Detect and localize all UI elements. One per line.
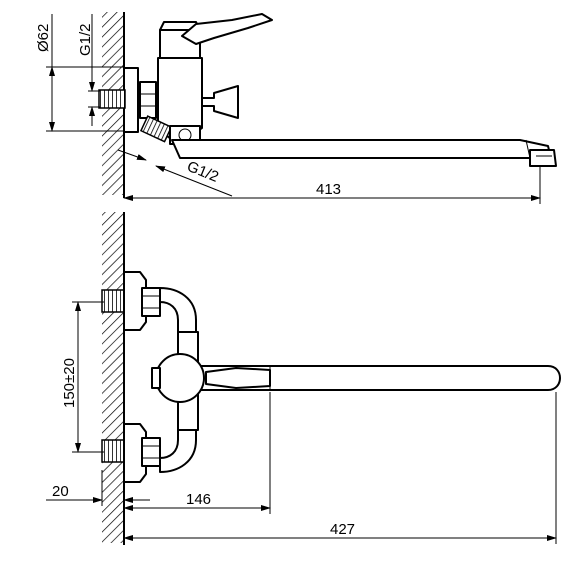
label-wall-offset: 20 <box>52 483 69 500</box>
lower-flange <box>123 423 147 483</box>
outlet-thread <box>139 115 173 143</box>
wall-flange <box>123 67 139 133</box>
spout-front <box>195 365 561 391</box>
lever-handle <box>181 13 273 45</box>
label-diameter: Ø62 <box>35 24 52 52</box>
label-thread-outlet: G1/2 <box>185 158 222 186</box>
label-body-offset: 146 <box>186 491 211 508</box>
lower-inlet-thread <box>101 439 125 463</box>
side-view: Ø62 G1/2 G1/2 413 <box>35 12 557 204</box>
lower-nut <box>141 437 161 467</box>
label-total-length: 427 <box>330 521 355 538</box>
upper-inlet-thread <box>101 289 125 313</box>
inlet-thread <box>98 89 126 109</box>
aerator <box>529 149 557 167</box>
spout <box>171 139 553 163</box>
label-thread-top: G1/2 <box>77 23 94 56</box>
dim-line-thread-outlet <box>117 149 147 161</box>
upper-flange <box>123 271 147 331</box>
upper-nut <box>141 287 161 317</box>
diverter-knob <box>201 85 239 119</box>
front-view: 150±20 20 146 427 <box>46 212 561 545</box>
handle-knob <box>155 353 205 403</box>
union-nut <box>139 81 157 119</box>
label-inlet-spacing: 150±20 <box>61 358 78 408</box>
wall-hatch-bottom <box>102 212 124 543</box>
label-side-length: 413 <box>316 181 341 198</box>
